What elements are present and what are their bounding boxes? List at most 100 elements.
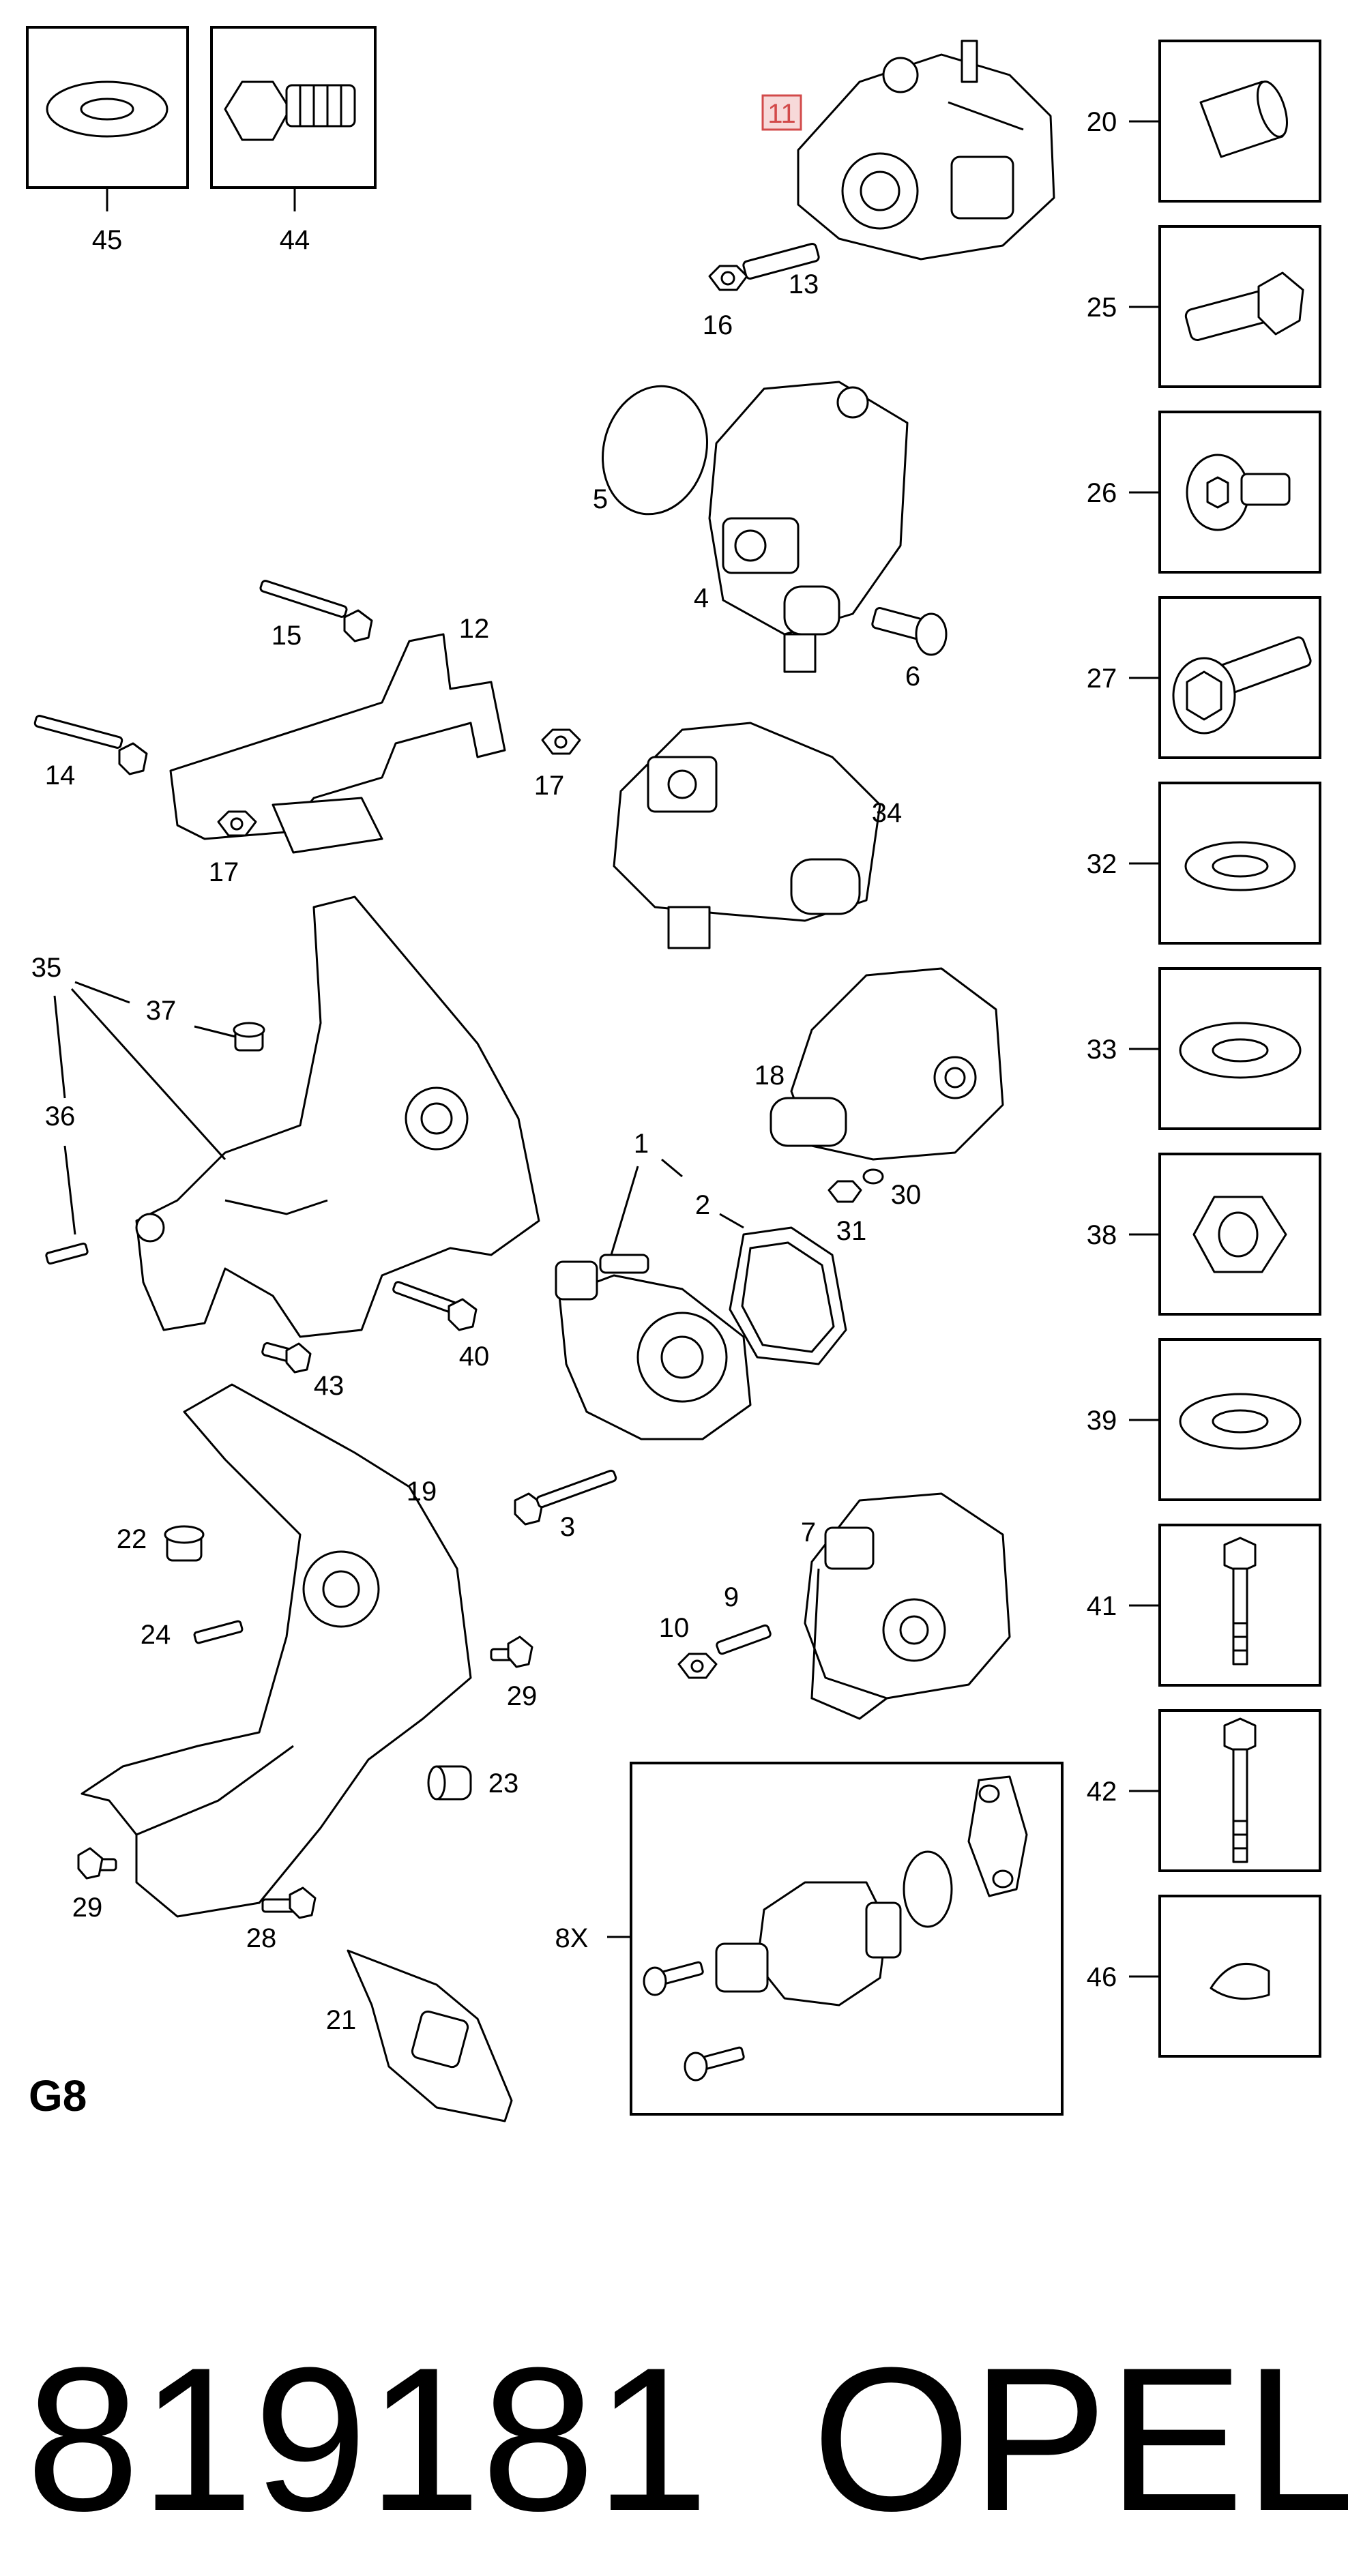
callout-24[interactable]: 24 (141, 1620, 171, 1650)
callout-1[interactable]: 1 (634, 1129, 649, 1159)
callout-46[interactable]: 46 (1087, 1962, 1117, 1992)
callout-12[interactable]: 12 (459, 614, 490, 644)
housing-19 (80, 1383, 472, 1918)
callout-33[interactable]: 33 (1087, 1035, 1117, 1065)
valve-screw-lower (684, 2046, 745, 2082)
nut-30 (827, 1180, 862, 1203)
woodruff-key-46 (1210, 1962, 1270, 2000)
callout-25[interactable]: 25 (1087, 293, 1117, 323)
callout-17-left[interactable]: 17 (209, 857, 239, 887)
callout-16[interactable]: 16 (703, 310, 733, 340)
callout-45[interactable]: 45 (92, 225, 123, 255)
callout-19[interactable]: 19 (407, 1477, 437, 1507)
callout-28[interactable]: 28 (246, 1923, 277, 1953)
valve-gasket (967, 1775, 1028, 1897)
valve-o-ring (903, 1850, 953, 1928)
gasket-2 (729, 1226, 847, 1365)
callout-15[interactable]: 15 (272, 621, 302, 651)
callout-30[interactable]: 31 (836, 1216, 867, 1246)
callout-43[interactable]: 43 (314, 1371, 345, 1401)
hex-nut-38 (1192, 1196, 1287, 1273)
injection-pump-34 (613, 722, 881, 949)
stud-9 (716, 1624, 772, 1655)
callout-17-right[interactable]: 17 (534, 771, 565, 801)
nut-16 (708, 265, 748, 291)
callout-23[interactable]: 23 (488, 1768, 519, 1798)
bolt-28 (261, 1886, 317, 1919)
high-pressure-pump-1 (555, 1254, 752, 1440)
bolt-25 (1184, 271, 1304, 341)
injection-pump-11 (797, 40, 1055, 261)
stud-36 (45, 1242, 89, 1265)
callout-38[interactable]: 38 (1087, 1220, 1117, 1250)
valve-screw-upper (643, 1961, 704, 1996)
callout-21[interactable]: 21 (326, 2005, 357, 2035)
bolt-6 (871, 607, 948, 656)
callout-34[interactable]: 34 (872, 798, 903, 828)
callout-2[interactable]: 2 (695, 1190, 710, 1220)
callout-18[interactable]: 18 (754, 1061, 785, 1091)
housing-35 (135, 895, 540, 1338)
callout-29-right[interactable]: 29 (507, 1681, 538, 1711)
bolt-41 (1223, 1537, 1257, 1665)
callout-5[interactable]: 5 (593, 484, 608, 514)
injection-pump-7 (804, 1492, 1011, 1720)
o-ring-5 (601, 385, 709, 516)
stud-24 (193, 1620, 244, 1644)
socket-cap-screw-26 (1186, 454, 1291, 531)
callout-20[interactable]: 20 (1087, 107, 1117, 137)
bolt-29-right (490, 1635, 533, 1668)
cover-21 (347, 1949, 513, 2122)
callout-6[interactable]: 6 (905, 662, 920, 692)
nut-10 (677, 1653, 718, 1679)
callout-39[interactable]: 39 (1087, 1406, 1117, 1436)
part-number: 819181 (26, 2324, 709, 2553)
bolt-15 (259, 580, 373, 642)
brand-name: OPEL (812, 2324, 1348, 2553)
bolt-29-left (77, 1847, 117, 1880)
flange-bolt-27 (1172, 636, 1312, 735)
callout-29-left[interactable]: 29 (72, 1893, 103, 1923)
callout-9[interactable]: 9 (724, 1582, 739, 1612)
plug-22 (164, 1525, 205, 1562)
bolt-3 (514, 1469, 617, 1526)
callout-11[interactable]: 11 (767, 99, 796, 129)
callout-3[interactable]: 3 (560, 1512, 575, 1542)
callout-42[interactable]: 42 (1087, 1777, 1117, 1807)
callout-14[interactable]: 14 (45, 760, 76, 790)
callout-22[interactable]: 22 (117, 1524, 147, 1554)
callout-35[interactable]: 35 (31, 953, 62, 983)
callout-13[interactable]: 13 (789, 269, 819, 299)
bolt-42 (1223, 1717, 1257, 1863)
group-code: G8 (29, 2071, 87, 2120)
callout-41[interactable]: 41 (1087, 1591, 1117, 1621)
callout-37[interactable]: 37 (146, 996, 177, 1026)
callout-44[interactable]: 44 (280, 225, 310, 255)
callout-4[interactable]: 4 (694, 583, 709, 613)
callout-27[interactable]: 27 (1087, 664, 1117, 694)
callout-36[interactable]: 36 (45, 1101, 76, 1131)
callout-31[interactable]: 30 (891, 1180, 922, 1210)
bolt-40 (392, 1281, 478, 1331)
bolt-44 (224, 80, 356, 141)
nut-17-right (541, 728, 581, 755)
stud-13 (742, 243, 820, 280)
nut-17-left (217, 810, 257, 837)
injection-pump-18 (770, 967, 1004, 1161)
callout-26[interactable]: 26 (1087, 478, 1117, 508)
pressure-control-valve (715, 1881, 902, 2007)
bolt-14 (33, 715, 148, 775)
callout-40[interactable]: 40 (459, 1342, 490, 1372)
callout-8X[interactable]: 8X (555, 1923, 589, 1953)
callout-11-highlight (761, 94, 802, 131)
bolt-43 (261, 1342, 312, 1374)
plug-37 (233, 1022, 265, 1052)
bushing-23 (427, 1765, 472, 1801)
injection-pump-4 (708, 381, 909, 673)
callout-10[interactable]: 10 (659, 1613, 690, 1643)
washer-31 (862, 1168, 884, 1185)
sleeve-20 (1199, 80, 1288, 158)
callout-32[interactable]: 32 (1087, 849, 1117, 879)
callout-7[interactable]: 7 (801, 1518, 816, 1548)
